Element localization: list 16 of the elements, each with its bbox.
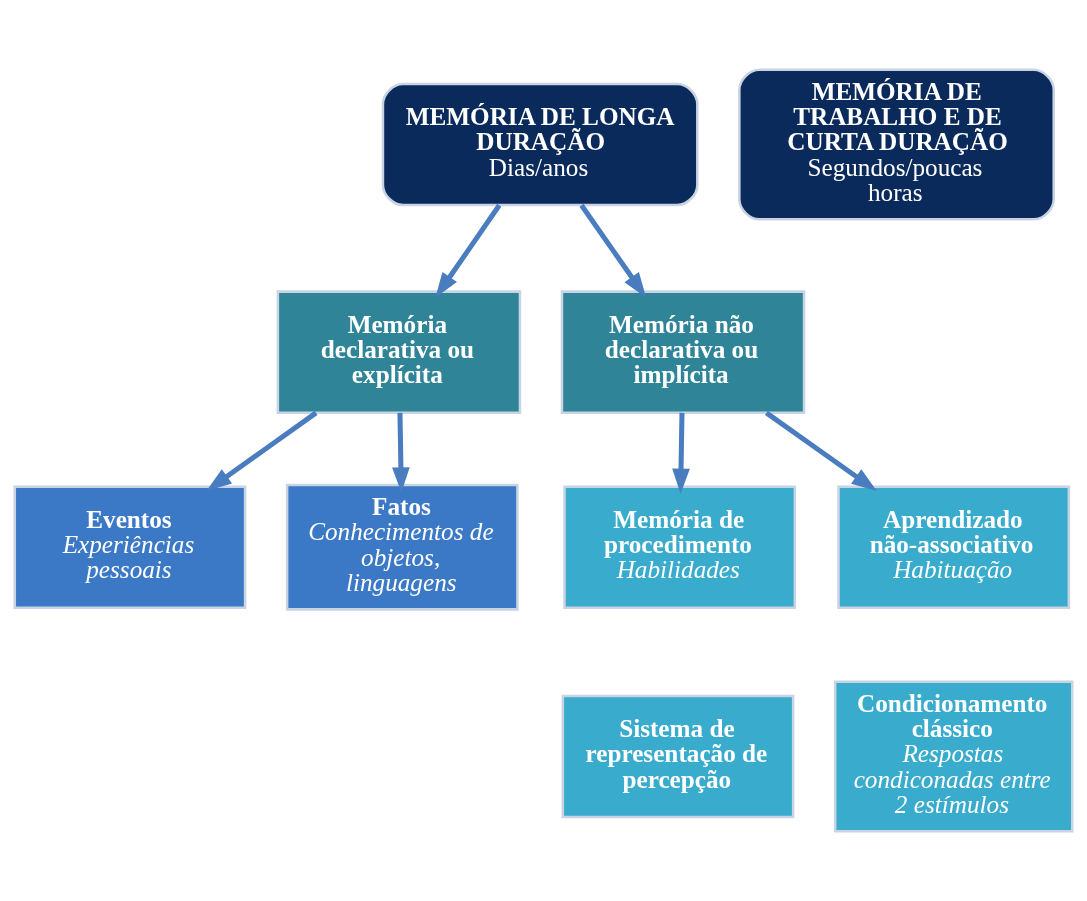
node-box: MEMÓRIA DE TRABALHO E DE CURTA DURAÇÃO Segundos/poucas horas bbox=[738, 68, 1055, 221]
arrow bbox=[579, 203, 647, 298]
node-box: Sistema de representação de percepção bbox=[561, 694, 795, 819]
node-box: Memória de procedimento Habilidades bbox=[563, 485, 797, 609]
node-box: Memória declarativa ou explícita bbox=[276, 290, 522, 414]
arrow bbox=[672, 412, 690, 494]
arrow bbox=[765, 410, 877, 491]
arrow bbox=[392, 412, 410, 493]
arrow bbox=[206, 410, 318, 492]
node-box: Eventos Experiências pessoais bbox=[13, 485, 247, 609]
node-box: Condicionamento clássico Respostas condiconadas entre 2 estímulos bbox=[833, 680, 1074, 833]
arrow bbox=[435, 203, 502, 298]
node-box: Fatos Conhecimentos de objetos, linguagens bbox=[285, 483, 519, 611]
node-box: Memória não declarativa ou implícita bbox=[560, 290, 806, 414]
node-box: Aprendizado não-associativo Habituação bbox=[837, 485, 1071, 609]
node-box: MEMÓRIA DE LONGA DURAÇÃO Dias/anos bbox=[381, 82, 699, 207]
